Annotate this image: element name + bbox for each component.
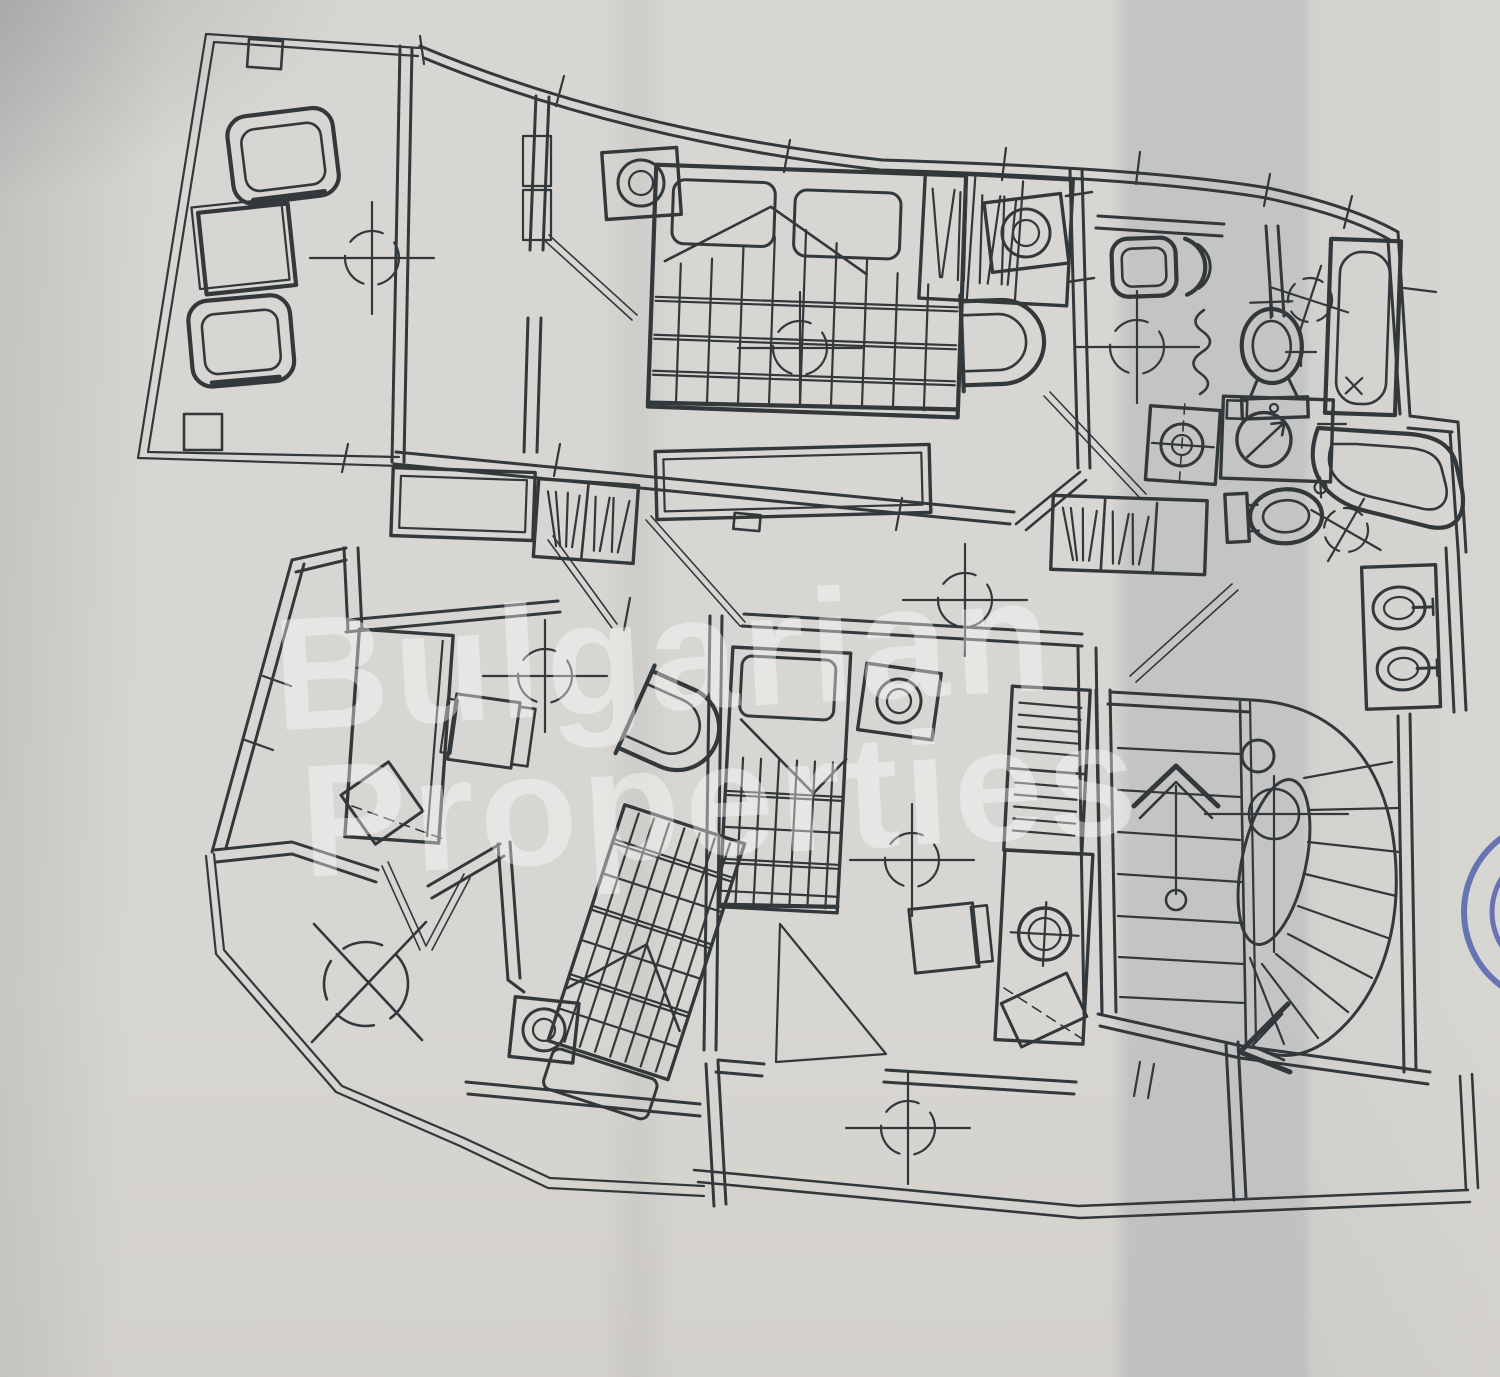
cabinet — [389, 465, 537, 543]
bedroom-left — [210, 546, 747, 1121]
terrace-top-left — [136, 32, 436, 468]
double-bed — [645, 162, 969, 420]
ceiling-light-icon — [736, 290, 864, 406]
window — [521, 134, 553, 188]
dressing-room-top-right — [917, 168, 1147, 499]
armchair — [186, 293, 297, 389]
watermark-line-2: Properties — [296, 688, 1146, 911]
dimension-ticks — [243, 34, 1438, 752]
ceiling-light-icon — [308, 200, 436, 316]
newel-curl — [1240, 738, 1276, 774]
door-leaf — [774, 922, 888, 1064]
up-arrow-icon — [1131, 763, 1221, 912]
nightstand-lamp — [507, 995, 581, 1065]
stair-hall — [1094, 688, 1432, 1086]
washing-machine — [1143, 403, 1223, 487]
ceiling-light-icon — [844, 1070, 972, 1186]
desk — [343, 627, 455, 845]
bedroom-center — [702, 614, 1104, 1096]
chair — [907, 901, 994, 975]
window — [521, 188, 553, 242]
hallway — [344, 465, 1239, 683]
crossed-light-icon — [310, 920, 428, 1044]
door-leaf — [1043, 391, 1147, 499]
towel-radiator-icon — [1192, 308, 1212, 396]
pillow — [792, 188, 903, 261]
french-door-leaves — [381, 861, 471, 951]
wardrobe-hangers — [531, 476, 641, 566]
nightstand-lamp — [982, 191, 1071, 275]
ceiling-light-icon — [1259, 252, 1361, 348]
door-leaf — [543, 234, 638, 321]
terrace-bottom — [692, 1040, 1480, 1220]
nightstand-lamp — [600, 145, 683, 222]
dresser — [653, 442, 933, 522]
door-leaf — [547, 535, 618, 629]
tilted-chair — [339, 760, 447, 846]
bathtub — [1322, 236, 1404, 418]
watermark-line-1: Bulgarian — [269, 545, 1060, 765]
railing-post — [245, 37, 285, 71]
bedroom-top — [392, 94, 1071, 533]
tilted-chair — [999, 971, 1089, 1049]
cabinet-round-appliance — [993, 848, 1095, 1046]
toilet — [1223, 476, 1328, 546]
ink-stamp-icon — [1461, 835, 1500, 989]
double-sink-vanity — [1359, 563, 1443, 711]
single-bed — [717, 645, 853, 915]
watermark: Bulgarian Properties — [269, 545, 1146, 911]
bathroom-right — [1223, 408, 1465, 711]
coffee-table — [190, 196, 299, 297]
armchair — [958, 293, 1047, 394]
railing-post — [182, 412, 224, 452]
pillow — [738, 654, 838, 722]
terrace-pentagon — [204, 840, 706, 1198]
ceiling-light-icon — [1073, 289, 1201, 405]
bathroom-top-right — [1073, 214, 1404, 487]
wardrobe-hangers — [1049, 493, 1209, 577]
armchair — [225, 105, 341, 206]
chair — [439, 692, 537, 770]
door-leaf — [1129, 583, 1239, 683]
nightstand-lamp — [855, 661, 943, 742]
armchair — [613, 663, 722, 773]
toilet — [1109, 235, 1212, 299]
door-nib — [732, 511, 762, 533]
winder-staircase — [1203, 698, 1401, 1057]
door-leaf — [645, 515, 746, 627]
pillow — [670, 178, 777, 248]
countertop-sink — [1218, 394, 1336, 484]
